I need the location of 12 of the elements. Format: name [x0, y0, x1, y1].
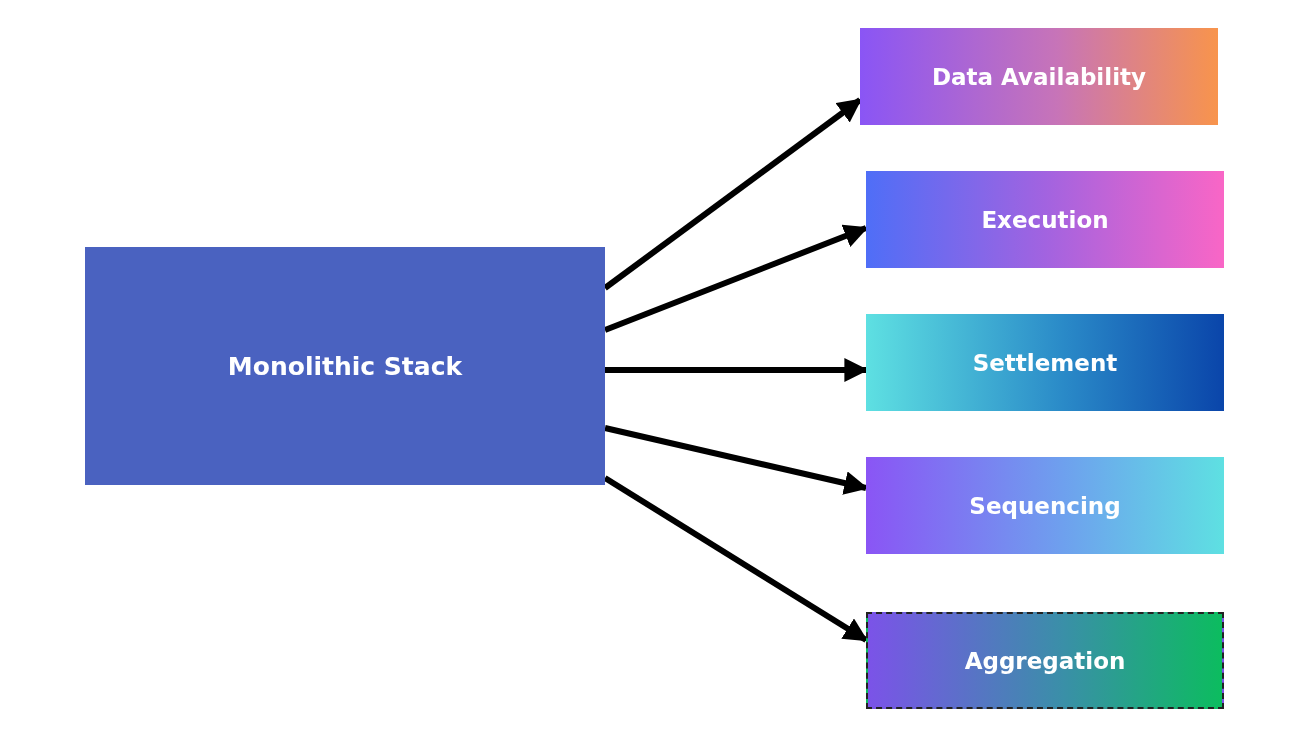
layer-box	[866, 314, 1224, 411]
layer-box	[866, 612, 1224, 709]
box-label: Sequencing	[969, 492, 1121, 519]
box-label: Data Availability	[932, 63, 1146, 90]
box-label: Monolithic Stack	[227, 351, 463, 381]
layer-box	[866, 171, 1224, 268]
stack-box	[85, 247, 605, 485]
box-label: Settlement	[972, 349, 1118, 376]
box-label: Aggregation	[964, 647, 1126, 674]
layer-box	[860, 28, 1218, 125]
box-label: Execution	[981, 206, 1109, 233]
layer-box	[866, 457, 1224, 554]
